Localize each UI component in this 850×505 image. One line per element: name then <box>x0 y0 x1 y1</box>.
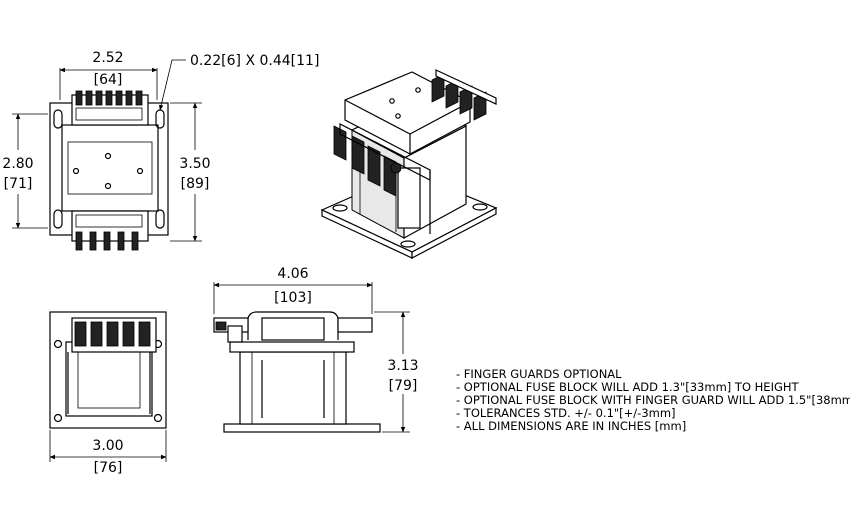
bottom-terminals <box>75 214 143 251</box>
side-view <box>213 282 410 433</box>
dim-top-width: 2.52 <box>92 50 123 66</box>
isometric-view <box>320 69 498 259</box>
dim-front-width-mm: [76] <box>94 460 123 476</box>
note-line: - OPTIONAL FUSE BLOCK WILL ADD 1.3"[33mm… <box>456 380 800 394</box>
dim-top-depth-right-mm: [89] <box>181 176 210 192</box>
top-view <box>12 59 202 251</box>
mount-slot <box>155 209 165 229</box>
iso-front-terminals <box>333 125 402 197</box>
note-line: - ALL DIMENSIONS ARE IN INCHES [mm] <box>456 419 686 433</box>
dim-top-depth-left-mm: [71] <box>4 176 33 192</box>
dim-slot: 0.22[6] X 0.44[11] <box>190 53 319 69</box>
dim-side-height-mm: [79] <box>389 378 418 394</box>
dim-side-height: 3.13 <box>387 358 418 374</box>
dim-side-length: 4.06 <box>277 266 308 282</box>
dim-top-depth-right: 3.50 <box>179 156 210 172</box>
note-line: - TOLERANCES STD. +/- 0.1"[+/-3mm] <box>456 406 676 420</box>
note-line: - FINGER GUARDS OPTIONAL <box>456 367 622 381</box>
front-terminals <box>74 321 151 347</box>
top-terminals <box>75 90 143 121</box>
mount-slot <box>53 109 63 129</box>
mount-slot <box>53 209 63 229</box>
front-view <box>49 311 167 462</box>
iso-rear-terminals <box>431 69 497 121</box>
notes: - FINGER GUARDS OPTIONAL - OPTIONAL FUSE… <box>456 367 850 433</box>
dim-front-width: 3.00 <box>92 438 123 454</box>
dim-top-width-mm: [64] <box>94 72 123 88</box>
dim-top-depth-left: 2.80 <box>2 156 33 172</box>
note-line: - OPTIONAL FUSE BLOCK WITH FINGER GUARD … <box>456 393 850 407</box>
dim-side-length-mm: [103] <box>274 290 312 306</box>
